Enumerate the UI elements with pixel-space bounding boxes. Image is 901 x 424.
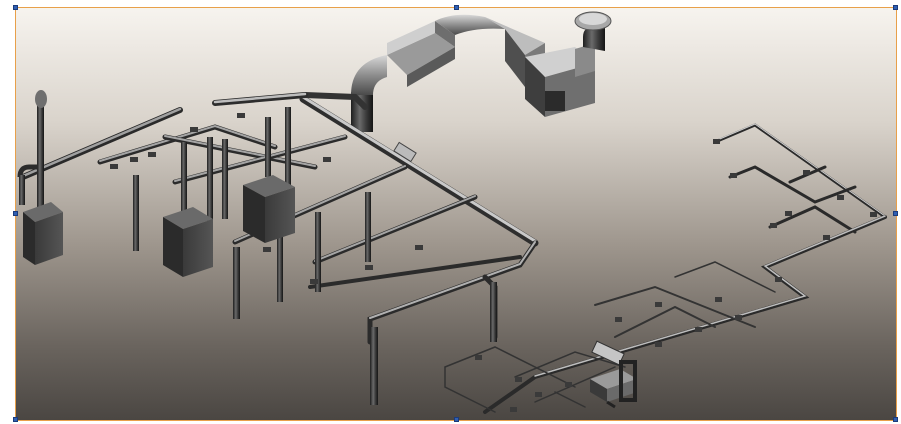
duct-system	[351, 11, 612, 132]
selection-handle-icon[interactable]	[454, 5, 459, 10]
duct-segment	[387, 33, 455, 75]
selection-handle-icon[interactable]	[893, 211, 898, 216]
duct-elbow	[351, 55, 387, 95]
3d-model-viewport[interactable]	[15, 7, 897, 421]
vertical-drops	[17, 90, 497, 405]
right-fittings	[475, 139, 877, 412]
selection-handle-icon[interactable]	[13, 211, 18, 216]
pipe-fittings	[110, 113, 423, 284]
pipe-network-right	[444, 123, 887, 414]
selection-handle-icon[interactable]	[13, 5, 18, 10]
plumbing-duct-model	[17, 11, 887, 414]
selection-handle-icon[interactable]	[13, 417, 18, 422]
selection-handle-icon[interactable]	[893, 5, 898, 10]
selection-handle-icon[interactable]	[893, 417, 898, 422]
valve-assembly	[590, 340, 637, 409]
selection-handle-icon[interactable]	[454, 417, 459, 422]
fixture-boxes	[23, 175, 295, 277]
